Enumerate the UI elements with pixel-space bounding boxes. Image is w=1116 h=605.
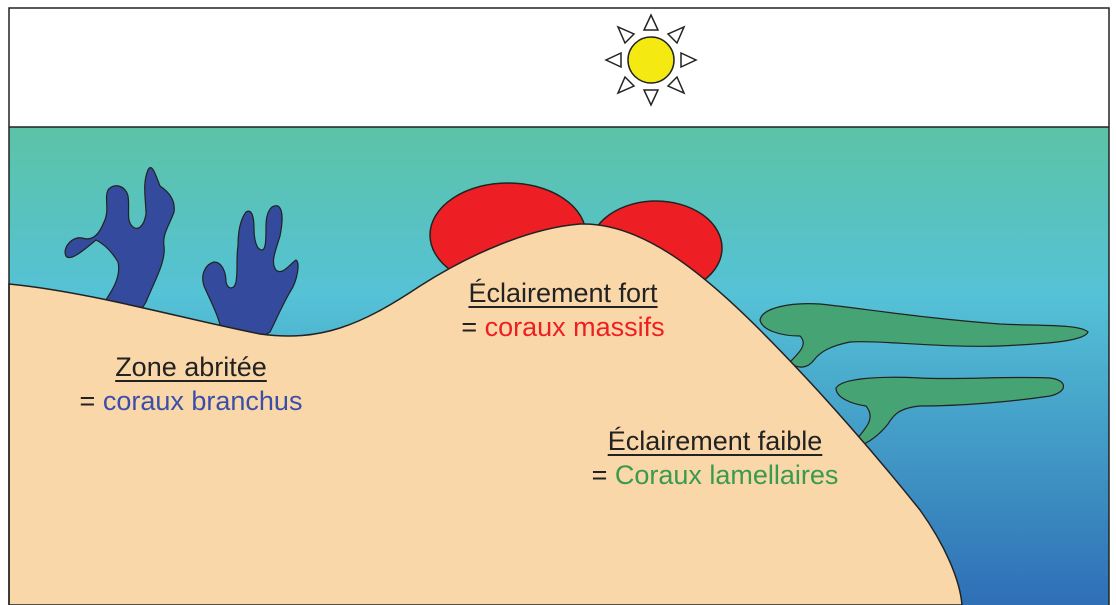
strong-light-title: Éclairement fort (418, 276, 708, 310)
sheltered-zone-label: Zone abritée = coraux branchus (46, 350, 336, 418)
lamellar-coral-text: Coraux lamellaires (615, 460, 839, 490)
strong-light-label: Éclairement fort = coraux massifs (418, 276, 708, 344)
weak-light-label: Éclairement faible = Coraux lamellaires (565, 424, 865, 492)
sheltered-zone-title: Zone abritée (46, 350, 336, 384)
weak-light-title: Éclairement faible (565, 424, 865, 458)
sun-icon (606, 15, 696, 105)
sky (9, 8, 1109, 128)
strong-light-equals: = (461, 312, 484, 342)
sheltered-zone-coral-line: = coraux branchus (46, 384, 336, 418)
sun-disc (628, 37, 674, 83)
weak-light-coral-line: = Coraux lamellaires (565, 458, 865, 492)
weak-light-equals: = (592, 460, 615, 490)
branching-coral-text: coraux branchus (103, 386, 303, 416)
sheltered-zone-equals: = (80, 386, 103, 416)
massive-coral-text: coraux massifs (485, 312, 665, 342)
strong-light-coral-line: = coraux massifs (418, 310, 708, 344)
